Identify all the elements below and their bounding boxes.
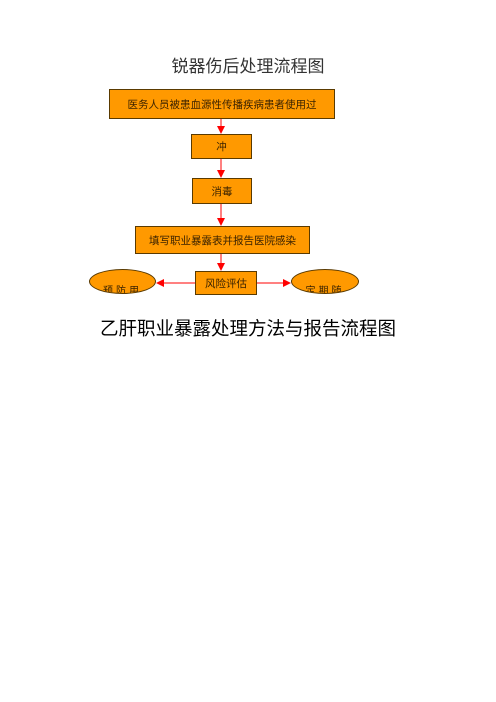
left-outcome-label: 预防用: [103, 286, 142, 294]
section-subtitle: 乙肝职业暴露处理方法与报告流程图: [99, 319, 396, 340]
node-left-outcome: 预防用: [89, 269, 156, 294]
right-outcome-label: 定期随: [305, 286, 345, 294]
node-report: 填写职业暴露表并报告医院感染: [135, 226, 310, 254]
node-flush: 冲: [191, 134, 252, 159]
flowchart-title: 锐器伤后处理流程图: [171, 57, 325, 77]
node-disinfect: 消毒: [192, 178, 252, 204]
node-risk-assessment: 风险评估: [195, 271, 257, 295]
node-right-outcome: 定期随: [291, 269, 359, 294]
node-exposure: 医务人员被患血源性传播疾病患者使用过: [109, 89, 335, 119]
